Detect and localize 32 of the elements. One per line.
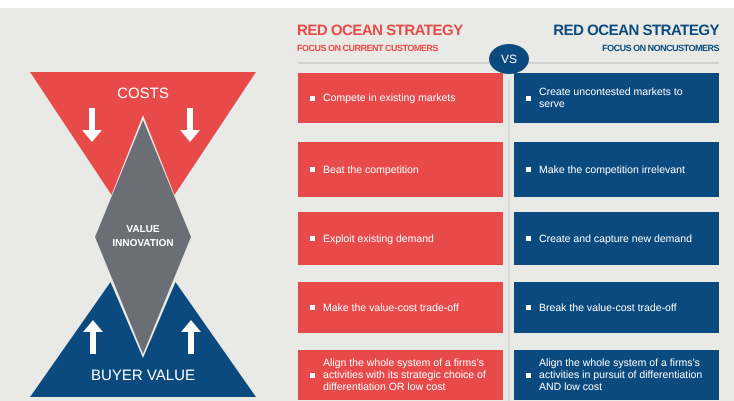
strategy-box xyxy=(298,142,503,197)
column-heading: RED OCEAN STRATEGY xyxy=(297,22,463,39)
shape-label: BUYER VALUE xyxy=(90,367,196,384)
column-subheading: FOCUS ON NONCUSTOMERS xyxy=(602,43,719,53)
list-item-text: Align the whole system of a firms’s activities with its strategic choice of differentiation OR low cost xyxy=(323,357,487,393)
list-item-text: Beat the competition xyxy=(323,164,419,176)
column-subheading: FOCUS ON CURRENT CUSTOMERS xyxy=(297,43,438,53)
strategy-box xyxy=(298,282,503,333)
column-heading: RED OCEAN STRATEGY xyxy=(553,22,719,39)
strategy-box xyxy=(514,350,719,400)
buyer-value-triangle xyxy=(30,282,256,397)
list-item-text: Create uncontested markets to serve xyxy=(539,86,684,110)
list-item-text: Exploit existing demand xyxy=(323,232,434,244)
strategy-box xyxy=(514,282,719,333)
list-item-text: Make the competition irrelevant xyxy=(539,164,685,176)
list-item-text: Compete in existing markets xyxy=(323,92,456,104)
vs-label: VS xyxy=(500,51,518,67)
strategy-box xyxy=(298,212,503,265)
strategy-box xyxy=(298,350,503,400)
list-item-text: Align the whole system of a firms’s activities in pursuit of differentiation AND low cost xyxy=(539,357,704,393)
list-item-text: Break the value-cost trade-off xyxy=(539,302,677,314)
strategy-box xyxy=(298,73,503,123)
costs-triangle xyxy=(30,72,256,195)
shape-label: COSTS xyxy=(116,85,170,102)
strategy-box xyxy=(514,142,719,197)
list-item-text: Make the value-cost trade-off xyxy=(323,302,459,314)
shape-label: VALUE INNOVATION xyxy=(111,223,175,251)
list-item-text: Create and capture new demand xyxy=(539,232,692,244)
strategy-box xyxy=(514,73,719,123)
strategy-box xyxy=(514,212,719,265)
vs-circle xyxy=(489,44,529,74)
value-innovation-diamond xyxy=(95,120,191,354)
